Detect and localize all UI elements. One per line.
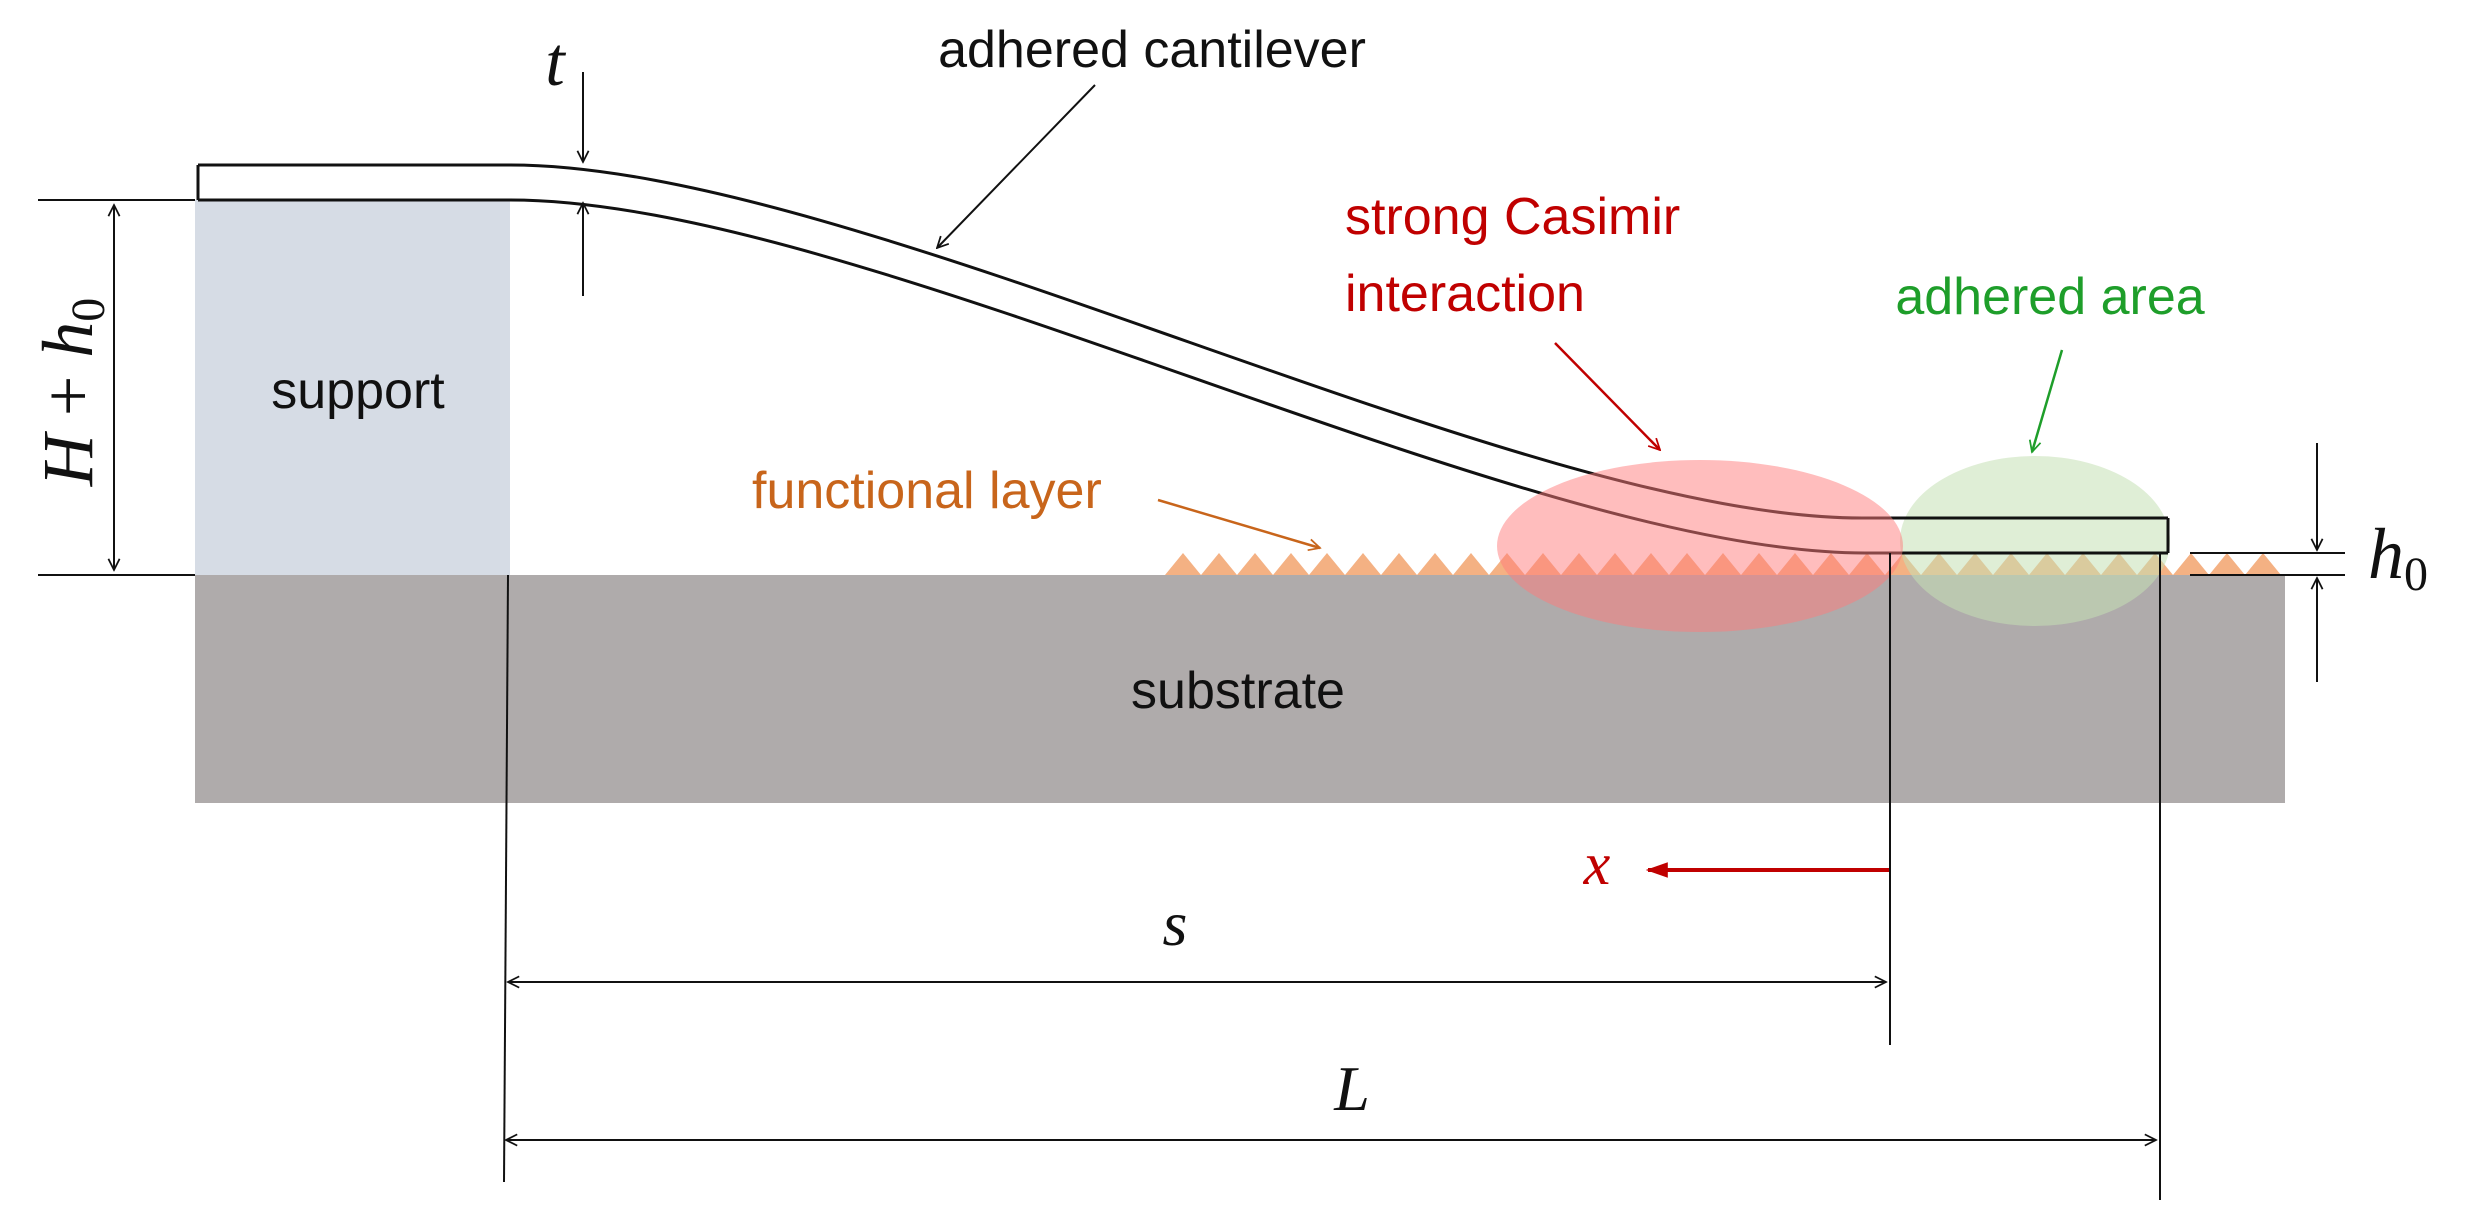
h0-label: h0 (2368, 514, 2428, 601)
functional-layer-tooth (1309, 553, 1345, 575)
casimir-pointer (1554, 342, 1660, 450)
functional-layer-label: functional layer (752, 462, 1102, 520)
functional-layer-tooth (1417, 553, 1453, 575)
functional-layer-tooth (1165, 553, 1201, 575)
substrate-label: substrate (1131, 662, 1345, 720)
adhered-area-label: adhered area (1895, 268, 2204, 326)
substrate-block (195, 575, 2285, 803)
functional-layer-tooth (1345, 553, 1381, 575)
support-block (195, 200, 510, 575)
casimir-label-line2: interaction (1345, 265, 1585, 323)
height-label: H + h0 (28, 298, 115, 488)
cantilever-label: adhered cantilever (938, 21, 1366, 79)
support-label: support (271, 362, 445, 420)
extension-line-left (503, 574, 509, 1183)
functional-layer-pointer (1157, 498, 1320, 548)
casimir-label-line1: strong Casimir (1345, 188, 1680, 246)
L-symbol: L (1333, 1053, 1370, 1124)
functional-layer-tooth (1381, 553, 1417, 575)
functional-layer-tooth (1201, 553, 1237, 575)
casimir-interaction-region (1497, 460, 1903, 632)
thickness-symbol: t (545, 24, 566, 101)
functional-layer-tooth (1273, 553, 1309, 575)
s-symbol: s (1163, 888, 1188, 959)
functional-layer-tooth (2209, 553, 2245, 575)
adhered-area-region (1900, 456, 2170, 626)
functional-layer-tooth (2245, 553, 2281, 575)
cantilever-pointer (937, 84, 1096, 248)
adhered-area-pointer (2032, 349, 2064, 452)
functional-layer-tooth (2173, 553, 2209, 575)
functional-layer-tooth (1237, 553, 1273, 575)
functional-layer-tooth (1453, 553, 1489, 575)
x-symbol: x (1583, 831, 1611, 897)
